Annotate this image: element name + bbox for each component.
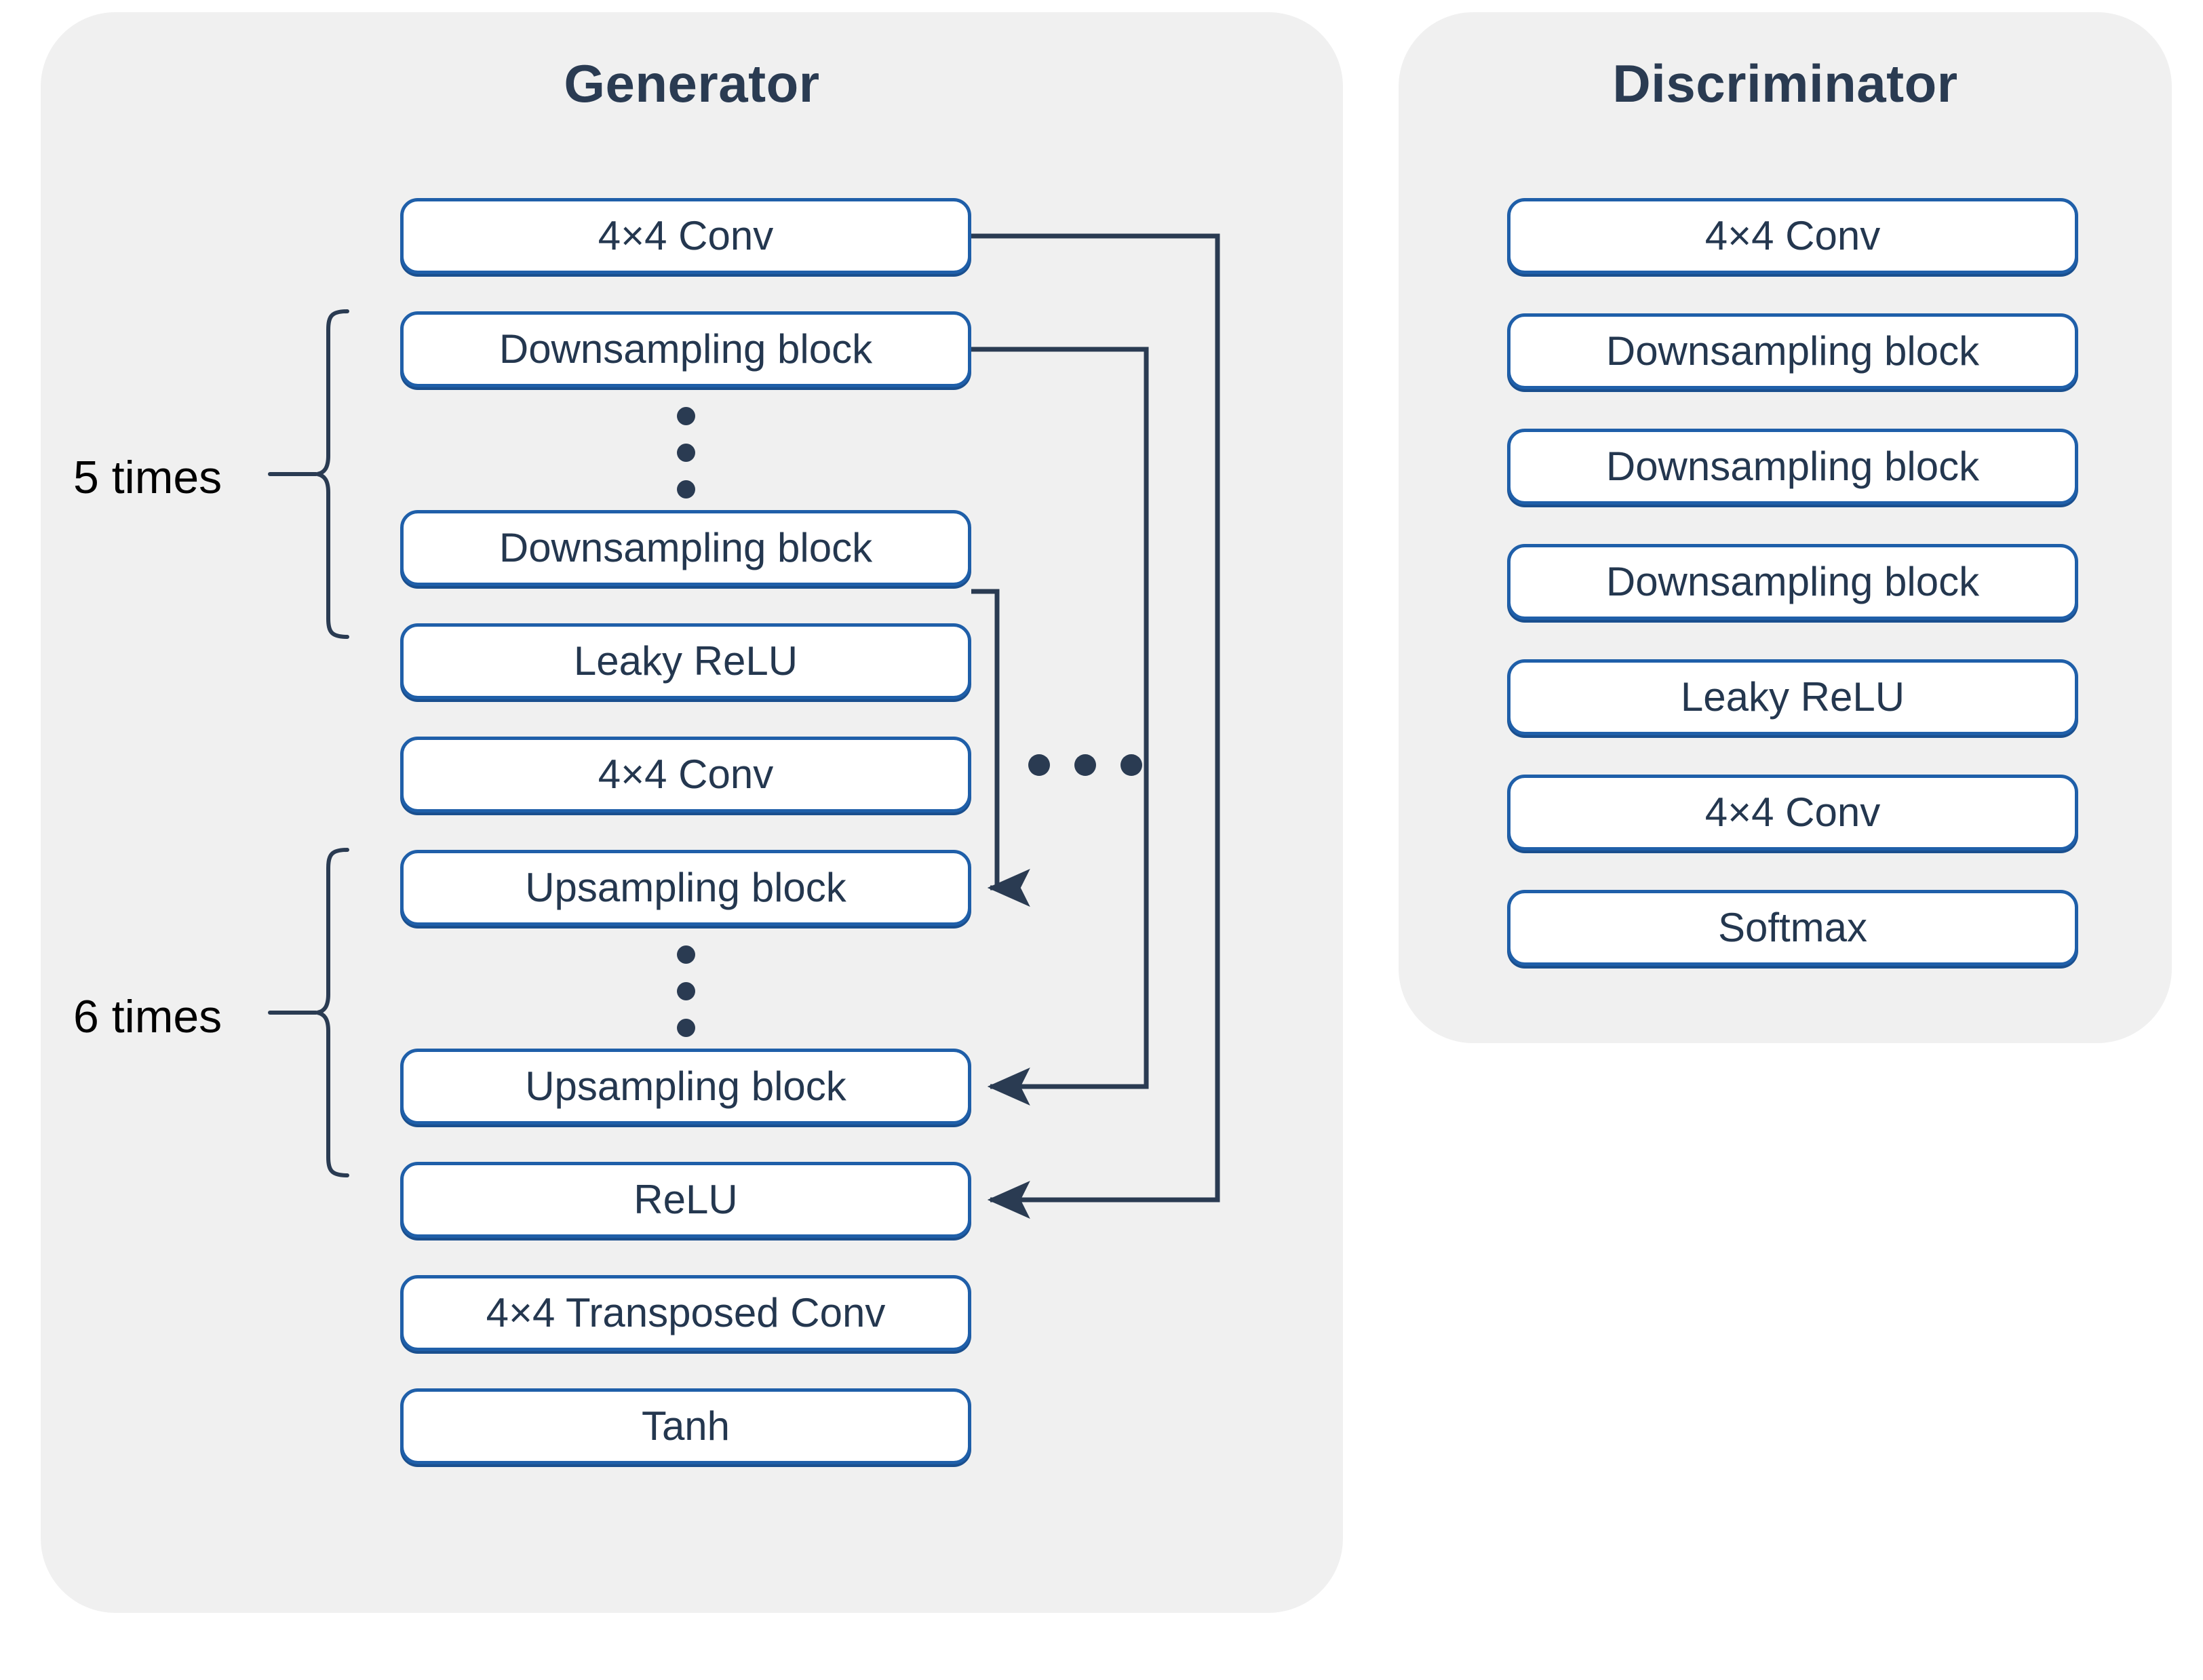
generator-block-upsample-last[interactable]: Upsampling block: [400, 1049, 971, 1125]
generator-block-leaky-relu[interactable]: Leaky ReLU: [400, 623, 971, 699]
generator-block-downsample-last[interactable]: Downsampling block: [400, 510, 971, 586]
page-title-discriminator: Discriminator: [1612, 54, 1958, 113]
discriminator-block-leaky-relu[interactable]: Leaky ReLU: [1507, 659, 2078, 735]
page-title-generator: Generator: [564, 54, 820, 113]
discriminator-block-conv-1[interactable]: 4×4 Conv: [1507, 198, 2078, 274]
repeat-label-6-times: 6 times: [73, 991, 222, 1042]
generator-block-conv-1[interactable]: 4×4 Conv: [400, 198, 971, 274]
generator-block-tanh[interactable]: Tanh: [400, 1388, 971, 1464]
vertical-ellipsis-downsampling-icon: [400, 407, 971, 499]
generator-block-relu[interactable]: ReLU: [400, 1162, 971, 1238]
discriminator-panel: [1399, 12, 2172, 1043]
vertical-ellipsis-upsampling-icon: [400, 945, 971, 1037]
discriminator-block-downsample-1[interactable]: Downsampling block: [1507, 313, 2078, 389]
generator-block-conv-2[interactable]: 4×4 Conv: [400, 737, 971, 813]
discriminator-block-conv-2[interactable]: 4×4 Conv: [1507, 775, 2078, 851]
generator-block-transposed-conv[interactable]: 4×4 Transposed Conv: [400, 1275, 971, 1351]
generator-block-downsample-first[interactable]: Downsampling block: [400, 311, 971, 387]
discriminator-block-downsample-3[interactable]: Downsampling block: [1507, 544, 2078, 620]
discriminator-block-softmax[interactable]: Softmax: [1507, 890, 2078, 966]
repeat-label-5-times: 5 times: [73, 452, 222, 503]
horizontal-ellipsis-skip-icon: [1028, 754, 1142, 776]
discriminator-block-downsample-2[interactable]: Downsampling block: [1507, 429, 2078, 505]
generator-block-upsample-first[interactable]: Upsampling block: [400, 850, 971, 926]
